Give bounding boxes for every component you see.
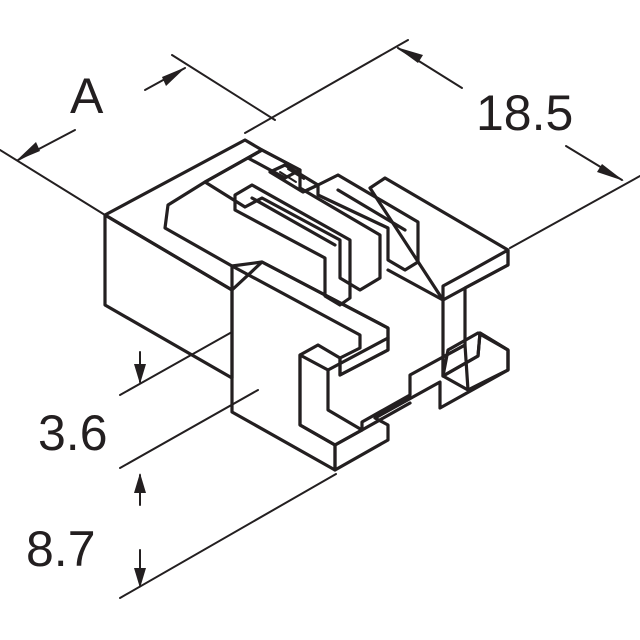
right-foot — [441, 331, 510, 392]
dim-total-extension-bottom — [119, 473, 337, 599]
right-end-inner-edge — [386, 268, 445, 302]
left-end-front-face — [103, 213, 234, 380]
dim-a-extension-right — [171, 54, 276, 121]
latch-window-hatch-1 — [279, 171, 297, 183]
latch-rib-rear-top — [246, 148, 302, 180]
dim-step-arrow-bottom — [134, 473, 146, 493]
dim-step-extension-bottom — [119, 389, 259, 469]
upper-deck-lip — [230, 260, 390, 377]
lower-front-wall — [230, 260, 390, 472]
dimension-step-height: 3.6 — [38, 331, 259, 506]
dimension-total-height: 8.7 — [26, 473, 337, 599]
latch-rib-middle-ridge — [250, 196, 337, 247]
latch-window-hatch-2 — [287, 168, 305, 180]
dim-total-label: 8.7 — [26, 521, 96, 577]
dim-a-extension-left — [0, 149, 106, 216]
right-end-step — [441, 248, 510, 302]
dimension-a: A — [0, 54, 276, 216]
dim-length-label: 18.5 — [476, 85, 573, 141]
dim-step-arrow-top — [134, 364, 146, 384]
dim-length-extension-back — [244, 39, 409, 134]
connector-body — [103, 138, 510, 472]
latch-rib-front — [316, 173, 420, 272]
lower-cavity-floor-edge — [360, 401, 412, 432]
dim-length-arrow-back — [396, 47, 423, 63]
latch-window — [268, 163, 320, 194]
dim-length-arrow-front — [597, 164, 624, 181]
dim-total-arrow-bottom — [134, 568, 146, 588]
lower-cavity-inner-edge — [326, 336, 390, 372]
dim-a-label: A — [70, 68, 104, 124]
latch-rib-middle — [233, 183, 352, 307]
dim-step-label: 3.6 — [38, 405, 108, 461]
left-end-top-face — [103, 138, 264, 292]
latch-rib-front-ridge — [336, 188, 407, 232]
dim-step-extension-top — [119, 331, 233, 396]
dim-a-arrow-left — [16, 142, 40, 161]
dimension-length: 18.5 — [244, 39, 640, 249]
dim-a-arrow-right — [162, 67, 186, 86]
dim-length-extension-front — [509, 175, 640, 249]
